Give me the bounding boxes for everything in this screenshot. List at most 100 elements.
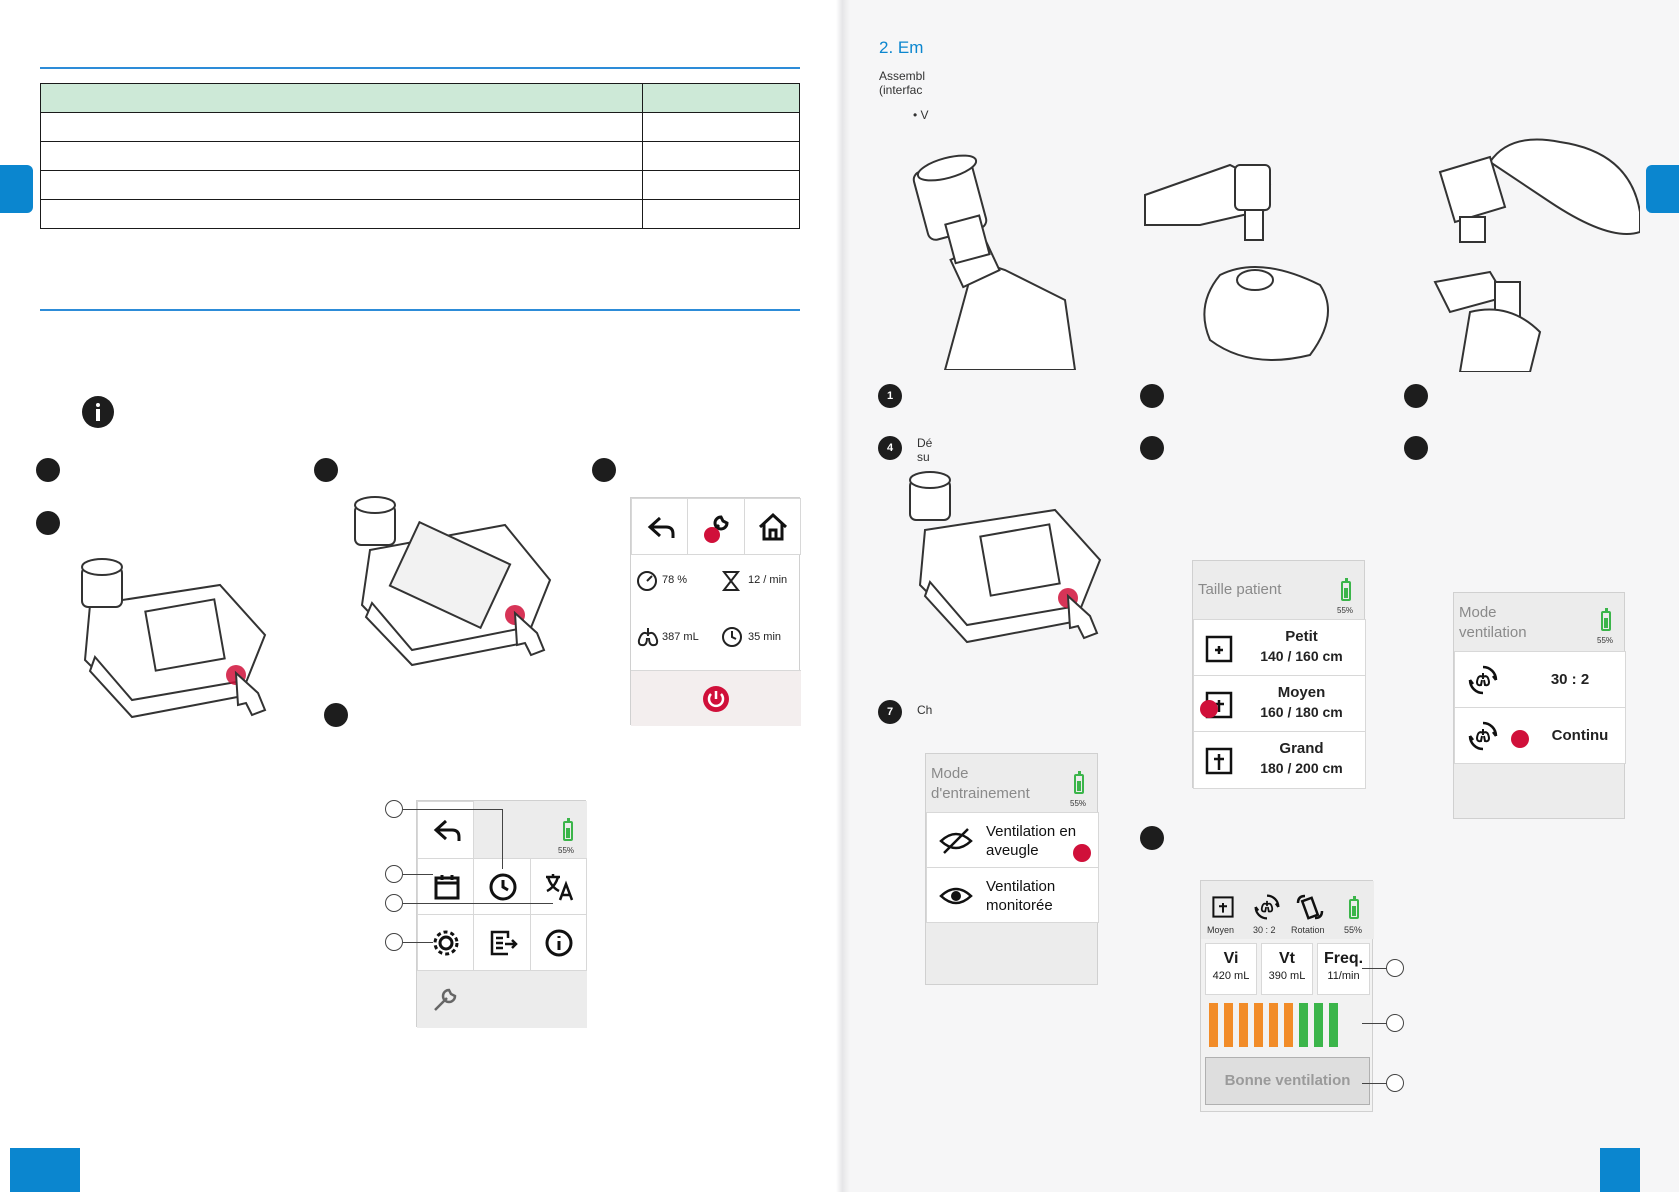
section-title: 2. Em [879,38,924,57]
touch-indicator [1200,700,1218,718]
mode-option-30-2[interactable]: 30 : 2 [1454,651,1626,708]
page-number-tab [1600,1148,1640,1192]
back-button[interactable] [631,498,688,555]
ventilation-title-line2: ventilation [1459,624,1527,641]
clock-icon [489,873,517,901]
step-marker-7: 7 [878,700,902,724]
calendar-button[interactable] [417,858,474,915]
large-name: Grand [1279,740,1324,757]
volume-value: 387 mL [662,631,699,643]
monitored-ventilation-option[interactable]: Ventilation monitorée [926,867,1099,923]
step7-text: Ch [917,703,933,717]
info-button[interactable] [530,914,587,971]
mode-continuous-label: Continu [1551,727,1609,744]
step4-text-line1: Dé [917,436,933,450]
eye-slash-icon [939,828,973,854]
callout-line [502,809,504,869]
status-rotation: Rotation [1291,925,1325,935]
bar-green [1329,1003,1338,1047]
step4-text-line2: su [917,450,930,464]
intro-text-line2: (interfac [879,83,923,97]
callout-line [1362,1023,1390,1025]
step-marker [1140,436,1164,460]
callout-marker [385,894,403,912]
ventilation-mode-title: Mode ventilation [1459,603,1527,643]
step-marker [592,458,616,482]
settings-footer [417,971,587,1028]
battery-icon [1601,608,1611,631]
step-marker-4: 4 [878,436,902,460]
metric-vt: Vt 390 mL [1261,943,1313,995]
touch-indicator [1511,730,1529,748]
callout-line [403,809,503,811]
ventilation-mode-screen: Mode ventilation 55% 30 : 2 Continu [1453,592,1626,819]
tools-button[interactable] [687,498,745,555]
touch-indicator [704,527,720,543]
assembly-illustration-2 [1144,163,1329,361]
translate-icon [546,874,574,901]
device-illustration-menu [354,496,552,667]
lung-cycle-icon [1468,721,1498,751]
clock-icon [722,627,742,647]
language-button[interactable] [530,858,587,915]
callout-marker [1386,959,1404,977]
training-title-line2: d'entrainement [931,785,1030,802]
patient-small-icon [1205,635,1233,663]
power-button[interactable] [631,670,801,726]
patient-size-title: Taille patient [1198,581,1282,598]
assembly-illustration-1 [912,154,1077,370]
chapter-tab-left [0,165,33,213]
callout-line [403,874,433,876]
metric-freq-name: Freq. [1323,950,1364,967]
medium-range: 160 / 180 cm [1260,704,1343,720]
callout-marker [1386,1074,1404,1092]
callout-line [403,903,553,905]
metric-freq: Freq. 11/min [1317,943,1370,995]
medium-name: Moyen [1277,684,1326,701]
spec-table [40,83,800,229]
step-marker [1404,384,1428,408]
back-arrow-icon [647,516,675,538]
back-arrow-icon [433,819,461,841]
assembly-illustration-3 [1433,138,1640,372]
size-option-medium[interactable]: Moyen 160 / 180 cm [1193,675,1366,732]
callout-line [1362,1083,1390,1085]
metric-vt-name: Vt [1279,950,1295,967]
top-rule [40,67,800,69]
book-gutter [836,0,850,1192]
battery-icon [563,818,573,841]
lung-cycle-icon [1254,894,1280,920]
callout-marker [385,933,403,951]
small-name: Petit [1285,628,1318,645]
table-row [40,199,800,229]
bar-orange [1209,1003,1218,1047]
ventilation-title-line1: Mode [1459,604,1497,621]
training-title-line1: Mode [931,765,969,782]
status-bar [1201,881,1374,939]
bar-orange [1284,1003,1293,1047]
info-circle-icon [545,929,573,957]
export-icon [490,930,518,956]
ventilation-bar-graph [1205,999,1370,1053]
home-button[interactable] [744,498,801,555]
bullet-text: • V [913,108,929,122]
blind-label-line2: aveugle [986,842,1039,859]
metric-vt-value: 390 mL [1268,970,1306,982]
patient-size-icon [1212,896,1234,918]
touch-indicator [1073,844,1091,862]
size-option-large[interactable]: Grand 180 / 200 cm [1193,731,1366,789]
size-option-small[interactable]: Petit 140 / 160 cm [1193,619,1366,676]
small-range: 140 / 160 cm [1260,648,1343,664]
device-illustration-power [81,558,267,719]
export-button[interactable] [473,914,531,971]
callout-marker [1386,1014,1404,1032]
monitored-ventilation-label: Ventilation monitorée [986,877,1055,915]
rotation-icon [1296,894,1324,920]
status-battery: 55% [1344,925,1363,935]
back-button[interactable] [417,801,474,859]
step-marker-1: 1 [878,384,902,408]
mode-option-continuous[interactable]: Continu [1454,707,1626,764]
blind-ventilation-option[interactable]: Ventilation en aveugle [926,812,1099,868]
callout-line [1362,968,1390,970]
status-size: Moyen [1207,925,1235,935]
